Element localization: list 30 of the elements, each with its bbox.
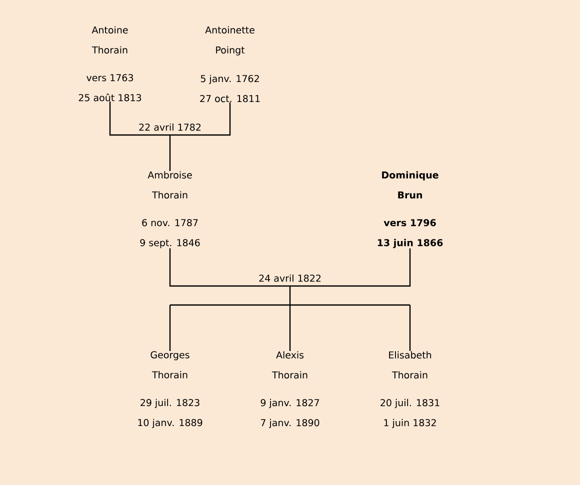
person-name: Elisabeth Thorain <box>389 351 432 379</box>
edge-label: 22 avril 1782 <box>139 123 200 131</box>
death-date: 1 juin 1832 <box>384 418 436 428</box>
descent-line <box>169 285 411 306</box>
death-date: 9 sept. 1846 <box>140 239 200 248</box>
birth-date: 9 janv. 1827 <box>260 398 320 408</box>
death-date: 10 janv. 1889 <box>138 418 202 428</box>
descent-line <box>289 305 291 351</box>
descent-line <box>409 305 411 351</box>
edge-label: 24 avril 1822 <box>259 274 320 282</box>
person-name: Alexis Thorain <box>272 351 308 379</box>
birth-date: vers 1796 <box>384 219 436 226</box>
person-name: Ambroise Thorain <box>148 171 192 199</box>
death-date: 27 oct. 1811 <box>200 95 260 102</box>
birth-date: 20 juil. 1831 <box>380 398 440 408</box>
death-date: 13 juin 1866 <box>378 238 443 248</box>
person-name: Antoine Thorain <box>92 26 128 54</box>
person-name: Antoinette Poingt <box>205 26 254 56</box>
birth-date: vers 1763 <box>86 74 133 82</box>
couple-line <box>109 101 231 136</box>
birth-date: 5 janv. 1762 <box>200 74 259 84</box>
couple-line <box>169 248 411 287</box>
descent-line <box>169 135 171 171</box>
birth-date: 6 nov. 1787 <box>142 219 198 226</box>
death-date: 25 août 1813 <box>78 94 142 102</box>
descent-line <box>169 305 171 351</box>
person-name: Dominique Brun <box>382 171 438 199</box>
birth-date: 29 juil. 1823 <box>140 398 200 408</box>
death-date: 7 janv. 1890 <box>260 418 320 428</box>
person-name: Georges Thorain <box>150 351 190 378</box>
